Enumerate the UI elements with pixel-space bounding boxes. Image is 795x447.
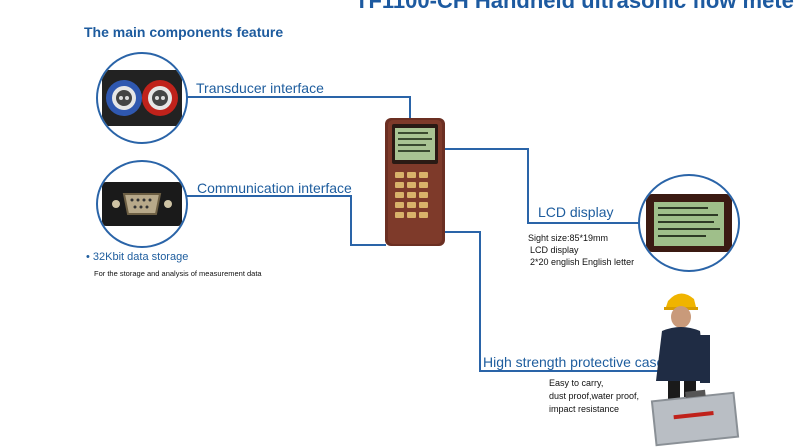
case-line-v	[479, 231, 481, 371]
transducer-connector-image	[96, 52, 188, 144]
handheld-flow-meter-image	[385, 118, 445, 246]
lcd-display-label: LCD display	[538, 204, 614, 220]
db9-port-icon	[102, 182, 182, 226]
case-note-1: Easy to carry,	[549, 378, 604, 388]
communication-connector-image	[96, 160, 188, 248]
communication-interface-label: Communication interface	[197, 180, 352, 196]
page-header-title: TF1100-CH Handheld ultrasonic flow meter	[355, 0, 795, 13]
transducer-ports-icon	[102, 70, 182, 126]
storage-bullet: • 32Kbit data storage	[86, 251, 188, 263]
storage-bullet-text: 32Kbit data storage	[92, 251, 189, 263]
lcd-line-v	[527, 148, 529, 223]
lcd-note-3: 2*20 english English letter	[530, 257, 635, 267]
case-line-h2	[479, 370, 659, 372]
communication-line-h2	[350, 244, 386, 246]
transducer-interface-label: Transducer interface	[196, 80, 324, 96]
lcd-note-2: LCD display	[530, 245, 579, 255]
lcd-closeup-image	[638, 174, 740, 272]
section-title: The main components feature	[84, 24, 284, 40]
storage-note: For the storage and analysis of measurem…	[94, 269, 262, 278]
transducer-line-v	[409, 96, 411, 118]
case-line-h1	[432, 231, 480, 233]
case-note-2: dust proof,water proof,	[549, 391, 640, 401]
lcd-note-1: Sight size:85*19mm	[528, 233, 609, 243]
lcd-line-h2	[527, 222, 639, 224]
transducer-line-h	[184, 96, 410, 98]
communication-line-v	[350, 195, 352, 245]
communication-line-h	[186, 195, 351, 197]
bullet-dot-icon: •	[86, 251, 93, 263]
lcd-line-h1	[430, 148, 528, 150]
protective-case-label: High strength protective case	[483, 354, 665, 370]
worker-carrying-case-image	[650, 293, 740, 447]
case-note-3: impact resistance	[549, 404, 620, 414]
lcd-screen-icon	[646, 194, 732, 252]
